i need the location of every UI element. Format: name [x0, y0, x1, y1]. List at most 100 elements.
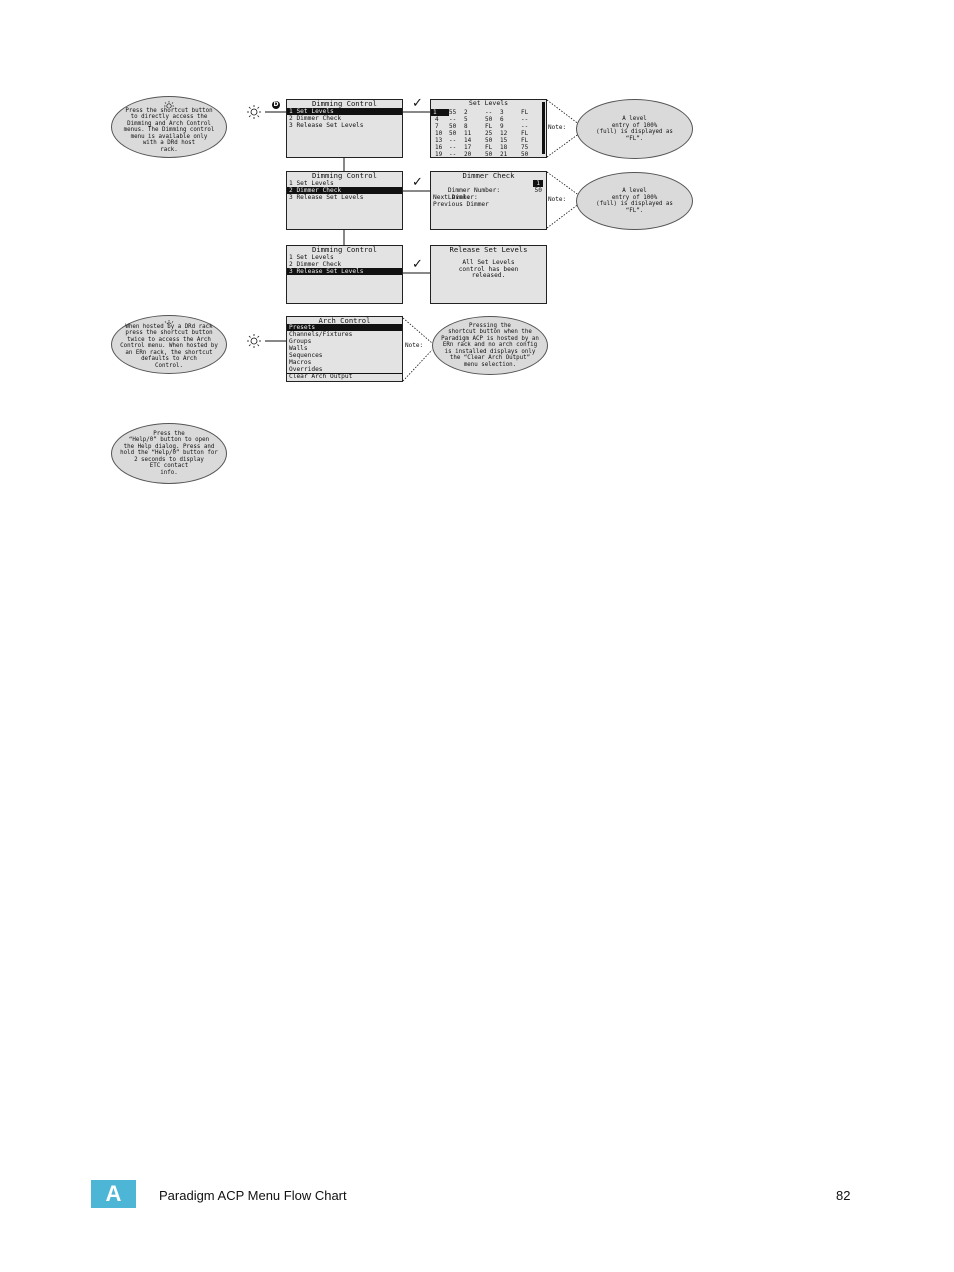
dimmer-number-label: Dimmer Number:	[447, 187, 501, 194]
menu-item-dimmer-check[interactable]: 2 Dimmer Check	[289, 261, 342, 268]
dimmer-number-value[interactable]: 1	[533, 180, 543, 187]
arch-note-callout: Pressing the shortcut button when the Pa…	[432, 316, 548, 375]
dimmer-number-cell: 17	[464, 144, 472, 151]
dimmer-number-cell: 2	[464, 109, 468, 116]
level-value-cell[interactable]: --	[449, 151, 457, 158]
levels-row: 16 -- 17 FL 18 75	[431, 144, 543, 151]
dimmer-number-cell: 7	[435, 123, 439, 130]
note-label: Note:	[548, 124, 567, 131]
level-row: Level: 50	[431, 187, 546, 201]
dimmer-number-cell: 20	[464, 151, 472, 158]
level-label: Level:	[447, 194, 471, 201]
level-value-cell[interactable]: 50	[485, 116, 493, 123]
shortcut-icon	[247, 105, 261, 119]
menu-item-clear-arch-output[interactable]: Clear Arch Output	[287, 373, 402, 380]
level-value-cell[interactable]: 50	[449, 123, 457, 130]
help-callout: Press the “Help/0” button to open the He…	[111, 423, 227, 484]
level-value-cell[interactable]: FL	[485, 144, 493, 151]
dimmer-number-cell: 11	[464, 130, 472, 137]
dimmer-number-cell: 1	[431, 109, 449, 116]
level-value-cell[interactable]: 25	[485, 130, 493, 137]
dimmer-number-cell: 6	[500, 116, 504, 123]
level-value-cell[interactable]: 50	[485, 151, 493, 158]
menu-item-release-set-levels[interactable]: 3 Release Set Levels	[287, 268, 402, 275]
menu-item-walls[interactable]: Walls	[289, 345, 308, 352]
dimmer-number-cell: 21	[500, 151, 508, 158]
menu-item-dimmer-check[interactable]: 2 Dimmer Check	[289, 115, 342, 122]
dimming-menu-screen-2: Dimming Control 1 Set Levels 2 Dimmer Ch…	[286, 171, 403, 230]
arch-control-screen: Arch Control Presets Channels/Fixtures G…	[286, 316, 403, 382]
dimmer-check-screen: Dimmer Check Dimmer Number: 1 Level: 50 …	[430, 171, 547, 230]
dimmer-number-cell: 14	[464, 137, 472, 144]
screen-title: Arch Control	[318, 316, 371, 325]
check-icon: ✓	[412, 96, 423, 111]
shortcut-arch-callout: When hosted by a DRd rack press the shor…	[111, 315, 227, 374]
note-label: Note:	[548, 196, 567, 203]
level-value-cell[interactable]: 50	[485, 137, 493, 144]
shortcut-icon	[247, 334, 261, 348]
dimmer-number-cell: 12	[500, 130, 508, 137]
screen-title: Dimming Control	[312, 99, 377, 108]
menu-item-groups[interactable]: Groups	[289, 338, 312, 345]
level-value-cell[interactable]: --	[521, 116, 529, 123]
menu-item-set-levels[interactable]: 1 Set Levels	[289, 180, 334, 187]
dimming-menu-screen-3: Dimming Control 1 Set Levels 2 Dimmer Ch…	[286, 245, 403, 304]
level-value-cell[interactable]: --	[449, 116, 457, 123]
dimmer-number-cell: 4	[435, 116, 439, 123]
check-icon: ✓	[412, 257, 423, 272]
next-dimmer-row[interactable]: Next Dimmer:	[433, 194, 478, 201]
level-value-cell[interactable]: 55	[449, 109, 457, 116]
previous-dimmer-row[interactable]: Previous Dimmer	[433, 201, 489, 208]
scrollbar[interactable]	[542, 102, 545, 154]
menu-item-overrides[interactable]: Overrides	[289, 366, 323, 373]
level-value-cell[interactable]: --	[521, 123, 529, 130]
menu-item-channels-fixtures[interactable]: Channels/Fixtures	[289, 331, 353, 338]
menu-item-set-levels[interactable]: 1 Set Levels	[287, 108, 402, 115]
dimmer-number-cell: 13	[435, 137, 443, 144]
screen-title: Dimmer Check	[462, 171, 515, 180]
level-value-cell[interactable]: FL	[521, 109, 529, 116]
levels-row: 10 50 11 25 12 FL	[431, 130, 543, 137]
dimmer-number-cell: 10	[435, 130, 443, 137]
menu-item-presets[interactable]: Presets	[287, 324, 402, 331]
shortcut-icon	[164, 320, 174, 324]
level-value-cell[interactable]: FL	[521, 137, 529, 144]
footer-title: Paradigm ACP Menu Flow Chart	[159, 1188, 347, 1203]
dimmer-number-cell: 18	[500, 144, 508, 151]
menu-item-release-set-levels[interactable]: 3 Release Set Levels	[289, 194, 364, 201]
screen-title: Dimming Control	[312, 245, 377, 254]
shortcut-icon	[164, 101, 174, 108]
release-set-levels-screen: Release Set Levels All Set Levels contro…	[430, 245, 547, 304]
level-value-cell[interactable]: --	[485, 109, 493, 116]
shortcut-dimming-callout: Press the shortcut button to directly ac…	[111, 96, 227, 158]
menu-item-set-levels[interactable]: 1 Set Levels	[289, 254, 334, 261]
note-label: Note:	[405, 342, 424, 349]
dimmer-number-cell: 16	[435, 144, 443, 151]
level-value[interactable]: 50	[534, 187, 542, 194]
menu-item-dimmer-check[interactable]: 2 Dimmer Check	[287, 187, 402, 194]
screen-title: Dimming Control	[312, 171, 377, 180]
dimming-menu-screen-1: Dimming Control 1 Set Levels 2 Dimmer Ch…	[286, 99, 403, 158]
level-value-cell[interactable]: 50	[521, 151, 529, 158]
dimmer-number-cell: 9	[500, 123, 504, 130]
appendix-tab-badge: A	[91, 1180, 136, 1208]
level-value-cell[interactable]: --	[449, 144, 457, 151]
release-message: All Set Levels control has been released…	[458, 259, 519, 279]
level-value-cell[interactable]: 50	[449, 130, 457, 137]
screen-title: Release Set Levels	[449, 245, 528, 254]
level-value-cell[interactable]: --	[449, 137, 457, 144]
dimmer-number-cell: 8	[464, 123, 468, 130]
level-value-cell[interactable]: 75	[521, 144, 529, 151]
menu-item-sequences[interactable]: Sequences	[289, 352, 323, 359]
menu-item-release-set-levels[interactable]: 3 Release Set Levels	[289, 122, 364, 129]
screen-title: Set Levels	[468, 99, 509, 107]
menu-item-macros[interactable]: Macros	[289, 359, 312, 366]
level-value-cell[interactable]: FL	[485, 123, 493, 130]
level-value-cell[interactable]: FL	[521, 130, 529, 137]
